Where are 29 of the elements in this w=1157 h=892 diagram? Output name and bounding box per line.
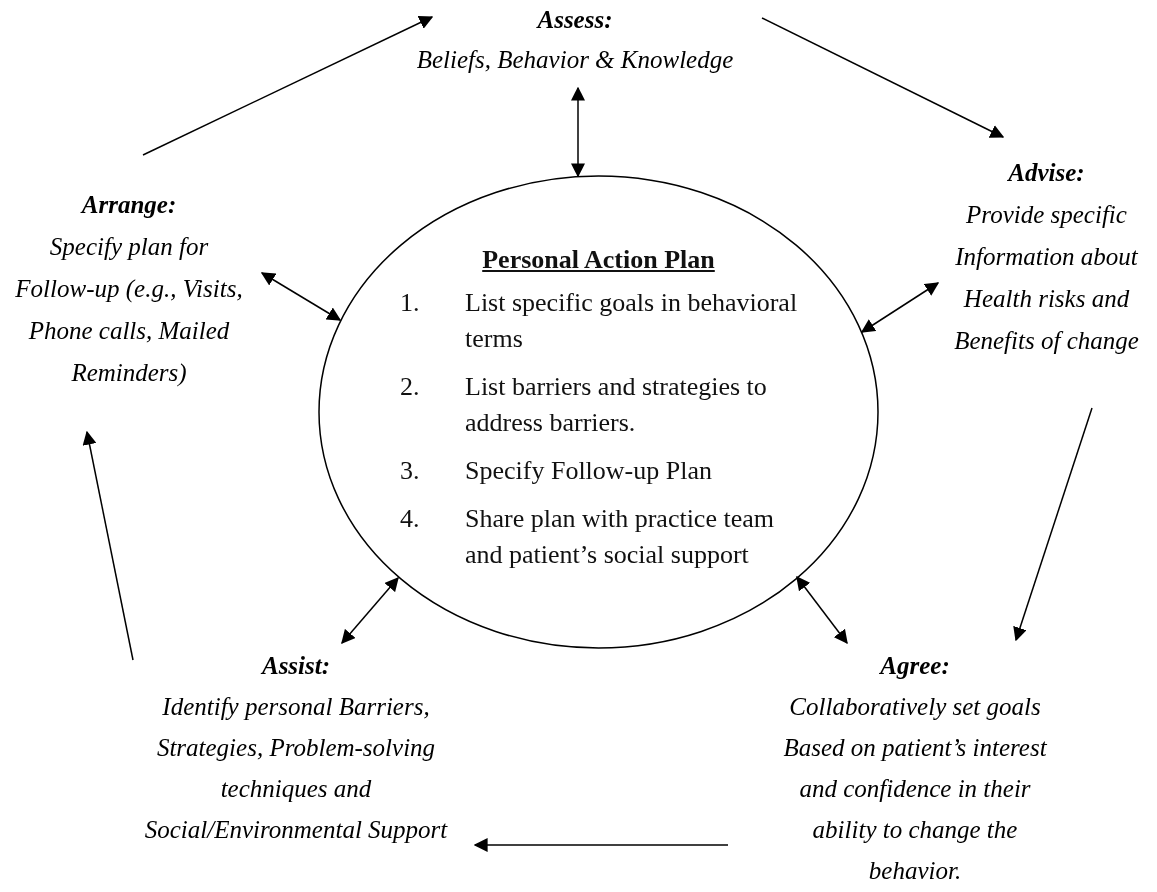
list-item: Share plan with practice team and patient’s social support — [465, 503, 775, 571]
plan-heading: Personal Action Plan — [481, 245, 716, 275]
arrow — [473, 838, 729, 852]
arrow — [1013, 407, 1093, 642]
step-heading: Advise: — [1006, 158, 1086, 188]
arrow — [142, 16, 434, 156]
step-heading: Arrange: — [79, 190, 178, 220]
list-number: 4. — [400, 503, 420, 535]
list-number: 1. — [400, 287, 420, 319]
step-description: Beliefs, Behavior & Knowledge — [415, 45, 735, 75]
arrow — [796, 575, 848, 645]
step-description: Provide specific Information about Health risks and Benefits of change — [953, 200, 1140, 356]
step-heading: Assess: — [535, 5, 614, 35]
list-item: List specific goals in behavioral terms — [465, 287, 799, 355]
arrow — [571, 86, 585, 178]
step-heading: Assist: — [259, 651, 332, 681]
arrow — [82, 430, 134, 661]
list-number: 3. — [400, 455, 420, 487]
arrow — [341, 576, 399, 645]
step-heading: Agree: — [878, 651, 951, 681]
step-description: Identify personal Barriers, Strategies, Problem-solving techniques and Social/Environmental Support — [143, 692, 449, 845]
list-number: 2. — [400, 371, 420, 403]
list-item: List barriers and strategies to address barriers. — [465, 371, 768, 439]
list-item: Specify Follow-up Plan — [465, 455, 713, 487]
arrow — [260, 272, 342, 321]
step-description: Specify plan for Follow-up (e.g., Visits, Phone calls, Mailed Reminders) — [14, 232, 244, 389]
arrow — [761, 17, 1005, 138]
arrow — [860, 282, 940, 333]
step-description: Collaboratively set goals Based on patient’s interest and confidence in their ability to change the behavior. — [782, 692, 1048, 886]
